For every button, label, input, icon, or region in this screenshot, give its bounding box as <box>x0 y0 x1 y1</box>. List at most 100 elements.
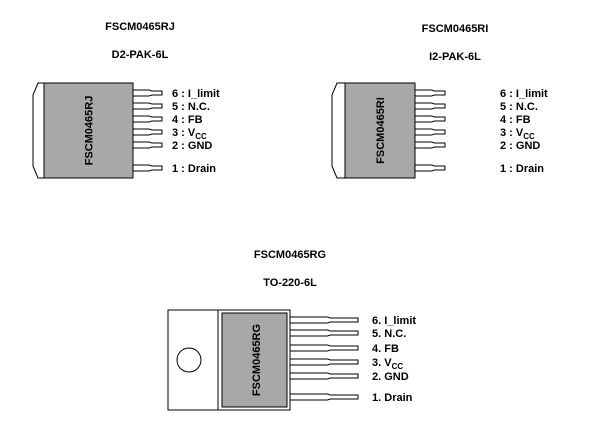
pin-name: GND <box>384 371 409 383</box>
pin-name: Drain <box>384 392 412 404</box>
pin-number: 6 <box>500 88 506 100</box>
package-body <box>344 82 416 179</box>
pin-separator: : <box>506 114 516 126</box>
body-marking: FSCM0465RJ <box>84 96 96 166</box>
pin-lead <box>414 102 446 110</box>
pin-lead <box>289 372 359 380</box>
pin-label: 2 : GND <box>500 140 540 152</box>
pin-separator: : <box>506 88 516 100</box>
pin-separator: : <box>178 127 188 139</box>
pin-number: 1 <box>172 163 178 175</box>
pin-lead <box>132 141 163 149</box>
pin-lead <box>289 393 359 401</box>
body-marking: FSCM0465RG <box>251 324 263 396</box>
pin-separator: : <box>506 140 516 152</box>
part-number-title: FSCM0465RG <box>254 249 326 261</box>
pin-lead <box>414 128 446 136</box>
pin-label: 5 : N.C. <box>500 101 538 113</box>
pin-lead <box>414 115 446 123</box>
pin-lead <box>132 102 163 110</box>
pin-number: 1 <box>372 392 378 404</box>
pin-separator: : <box>178 101 188 113</box>
pin-label: 6 : I_limit <box>500 88 548 100</box>
pin-number: 4 <box>372 343 379 355</box>
pin-label: 2 : GND <box>172 140 212 152</box>
pin-name: I_limit <box>516 88 548 100</box>
package-i2-pak-6l: FSCM0465RI I2-PAK-6L FSCM0465RI 6 : I_limit… <box>331 23 548 179</box>
pin-name: N.C. <box>516 101 538 113</box>
pin-name: Drain <box>516 163 544 175</box>
pin-label: 1 : Drain <box>500 163 544 175</box>
pin-lead <box>289 329 359 337</box>
pin-separator: . <box>378 357 384 369</box>
pin-lead <box>289 344 359 352</box>
part-number-title: FSCM0465RI <box>422 23 489 35</box>
pin-label: 6 : I_limit <box>172 88 220 100</box>
pin-number: 3 <box>172 127 178 139</box>
pin-separator: . <box>378 328 384 340</box>
pin-label: 4 : FB <box>500 114 531 126</box>
package-d2-pak-6l: FSCM0465RJ D2-PAK-6L FSCM0465RJ 6 : I_limit… <box>32 21 220 179</box>
pin-lead <box>414 164 446 172</box>
part-number-title: FSCM0465RJ <box>105 21 175 33</box>
package-body <box>221 312 288 408</box>
package-name: I2-PAK-6L <box>429 51 481 63</box>
pin-lead <box>414 141 446 149</box>
pin-name: I_limit <box>384 315 416 327</box>
pin-separator: : <box>178 88 188 100</box>
pin-name: GND <box>188 140 213 152</box>
pin-number: 2 <box>172 140 178 152</box>
body-marking: FSCM0465RI <box>375 97 387 164</box>
pin-number: 2 <box>500 140 506 152</box>
pin-separator: : <box>506 127 516 139</box>
pin-lead <box>132 164 163 172</box>
heatsink-tab <box>331 82 346 179</box>
pin-lead <box>414 89 446 97</box>
pin-lead <box>132 89 163 97</box>
pin-number: 3 <box>500 127 506 139</box>
pin-label: 4. FB <box>372 343 399 355</box>
pin-label: 1 : Drain <box>172 163 216 175</box>
pin-separator: : <box>178 114 188 126</box>
package-name: TO-220-6L <box>263 277 317 289</box>
pin-separator: : <box>506 101 516 113</box>
pin-label: 3. VCC <box>372 357 403 371</box>
pin-number: 4 <box>172 114 179 126</box>
pin-name: V <box>384 357 392 369</box>
pin-name: N.C. <box>188 101 210 113</box>
pin-name: FB <box>516 114 531 126</box>
pin-name: FB <box>384 343 399 355</box>
pin-name: Drain <box>188 163 216 175</box>
pin-name: GND <box>516 140 541 152</box>
pin-label: 5. N.C. <box>372 328 406 340</box>
pin-label: 1. Drain <box>372 392 413 404</box>
pin-lead <box>132 128 163 136</box>
pin-separator: . <box>378 392 384 404</box>
pin-lead <box>289 316 359 324</box>
heatsink-tab <box>32 82 45 179</box>
package-body <box>43 82 134 179</box>
pin-number: 2 <box>372 371 378 383</box>
pin-number: 5 <box>372 328 378 340</box>
pin-separator: : <box>178 163 188 175</box>
pin-separator: : <box>178 140 188 152</box>
pin-name-subscript: CC <box>195 132 207 141</box>
pin-name-subscript: CC <box>392 362 404 371</box>
pin-separator: . <box>378 343 384 355</box>
pin-separator: . <box>378 371 384 383</box>
package-name: D2-PAK-6L <box>112 49 169 61</box>
pin-number: 6 <box>372 315 378 327</box>
pin-label: 5 : N.C. <box>172 101 210 113</box>
pin-label: 4 : FB <box>172 114 203 126</box>
pin-number: 5 <box>172 101 178 113</box>
pin-separator: : <box>506 163 516 175</box>
pin-name: I_limit <box>188 88 220 100</box>
pin-name: V <box>516 127 524 139</box>
pin-label: 3 : VCC <box>500 127 535 141</box>
pin-number: 4 <box>500 114 507 126</box>
pin-name: V <box>188 127 196 139</box>
pin-name: N.C. <box>384 328 406 340</box>
pin-lead <box>289 358 359 366</box>
pin-name-subscript: CC <box>523 132 535 141</box>
